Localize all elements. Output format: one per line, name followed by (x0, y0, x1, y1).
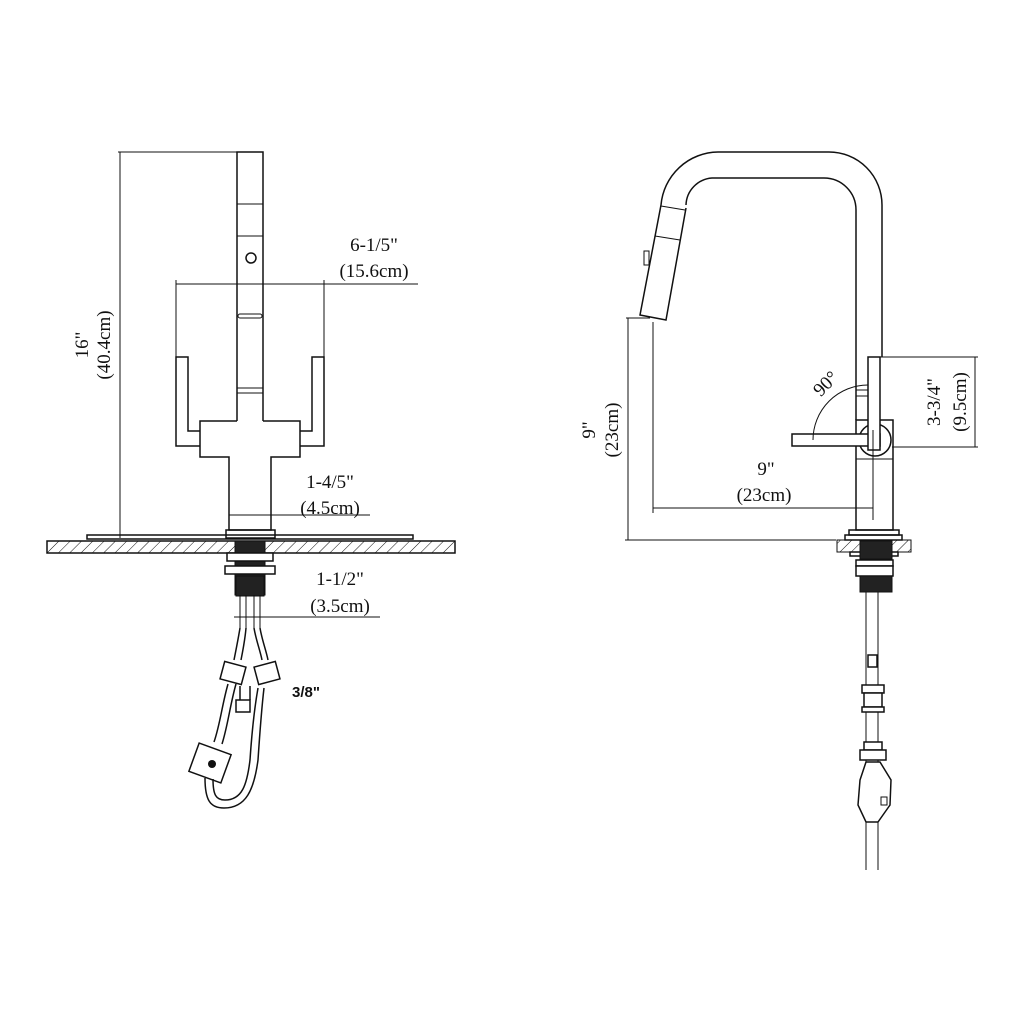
gooseneck-spout (660, 151, 883, 357)
handle-height-cm-label: (9.5cm) (950, 372, 971, 432)
left-handle (175, 356, 200, 447)
sprayer-button-icon (643, 250, 650, 266)
front-spout (236, 151, 264, 421)
handle-open-position (791, 433, 881, 447)
shank-cm-label: (3.5cm) (310, 596, 370, 617)
height-cm-label: (40.4cm) (94, 310, 115, 379)
side-hose-weight (857, 761, 892, 823)
left-supply-fitting (219, 660, 247, 686)
handle-angle-label: 90° (809, 367, 843, 401)
base-width-cm-label: (4.5cm) (300, 498, 360, 519)
handle-spread-in-label: 6-1/5" (350, 235, 398, 256)
side-shank (859, 540, 893, 560)
side-view: 9" (23cm) 9" (23cm) 3-3/4" (9.5cm) 90° (579, 151, 978, 870)
spray-button-icon (245, 252, 257, 264)
shank-in-label: 1-1/2" (316, 569, 364, 590)
base-width-in-label: 1-4/5" (306, 472, 354, 493)
side-hose (857, 592, 892, 870)
supply-hoses (187, 595, 281, 809)
front-view: 16" (40.4cm) 6-1/5" (15.6cm) 1-4/5" (4.5… (46, 151, 456, 809)
right-handle (300, 356, 325, 447)
handle-closed-position (867, 356, 881, 451)
pull-down-sprayer-head (639, 204, 687, 321)
supply-size-label: 3/8" (292, 684, 320, 701)
right-supply-fitting (253, 660, 281, 686)
front-dimensions (118, 151, 418, 618)
front-body (199, 420, 301, 531)
height-in-label: 16" (72, 332, 93, 359)
handle-height-in-label: 3-3/4" (924, 378, 945, 426)
spout-reach-in-label: 9" (757, 459, 774, 480)
spout-height-in-label: 9" (579, 421, 600, 438)
side-dimensions (625, 317, 978, 541)
hose-connector (235, 699, 251, 713)
angle-arc (812, 384, 869, 441)
front-escutcheon (225, 529, 276, 539)
handle-spread-cm-label: (15.6cm) (339, 261, 408, 282)
spout-reach-cm-label: (23cm) (737, 485, 792, 506)
deck-plate (86, 534, 414, 540)
spout-height-cm-label: (23cm) (602, 403, 623, 458)
